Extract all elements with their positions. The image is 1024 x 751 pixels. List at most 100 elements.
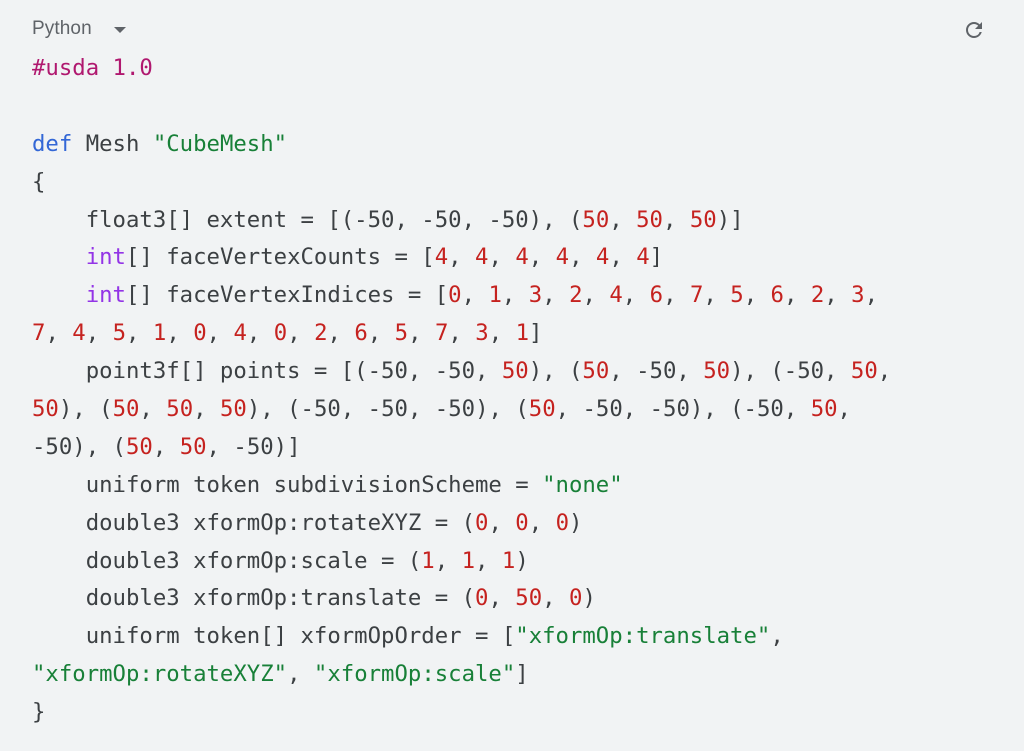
code-text: ), (-50, -50, -50), ( bbox=[246, 396, 529, 423]
code-string: "xformOp:rotateXYZ" bbox=[32, 661, 288, 688]
code-number: 50 bbox=[501, 358, 529, 385]
code-line: 7, 4, 5, 1, 0, 4, 0, 2, 6, 5, 7, 3, 1] bbox=[32, 315, 891, 353]
code-number: 5 bbox=[112, 320, 127, 347]
code-text: { bbox=[32, 168, 46, 195]
code-text: , bbox=[206, 320, 234, 347]
code-line bbox=[32, 88, 891, 126]
code-number: 5 bbox=[394, 320, 409, 347]
code-number: 4 bbox=[636, 244, 650, 271]
code-line: { bbox=[32, 164, 891, 202]
code-number: 50 bbox=[515, 585, 543, 612]
code-text: , bbox=[501, 282, 529, 309]
code-text: , bbox=[461, 282, 489, 309]
language-label: Python bbox=[32, 18, 92, 39]
code-text: , bbox=[703, 282, 731, 309]
code-text: [] faceVertexIndices = [ bbox=[125, 282, 449, 309]
code-text: , bbox=[582, 282, 610, 309]
code-number: 0 bbox=[475, 585, 489, 612]
code-line: uniform token[] xformOpOrder = ["xformOp… bbox=[32, 618, 891, 656]
code-number: 1 bbox=[152, 320, 167, 347]
code-text: , bbox=[528, 244, 556, 271]
code-keyword: def bbox=[32, 130, 73, 157]
code-text: , bbox=[837, 396, 851, 423]
code-text: ] bbox=[515, 661, 529, 688]
code-number: 50 bbox=[703, 358, 731, 385]
code-text: ] bbox=[529, 320, 543, 347]
code-text: , bbox=[622, 282, 650, 309]
code-text: , bbox=[609, 206, 637, 233]
code-number: 0 bbox=[555, 509, 570, 536]
code-text: , bbox=[488, 585, 516, 612]
code-number: 2 bbox=[810, 282, 825, 309]
code-number: 0 bbox=[475, 509, 489, 536]
code-block[interactable]: #usda 1.0 def Mesh "CubeMesh" { float3[] … bbox=[32, 50, 891, 732]
code-number: 4 bbox=[595, 244, 610, 271]
code-line: def Mesh "CubeMesh" bbox=[32, 126, 891, 164]
code-toolbar: Python bbox=[0, 0, 1024, 56]
code-string: "xformOp:translate" bbox=[515, 623, 771, 650]
code-number: 4 bbox=[555, 244, 570, 271]
code-text: )] bbox=[716, 206, 744, 233]
code-number: 0 bbox=[569, 585, 583, 612]
code-text: double3 xformOp:rotateXYZ = ( bbox=[32, 509, 475, 536]
code-number: 3 bbox=[528, 282, 543, 309]
code-text: [] faceVertexCounts = [ bbox=[125, 244, 435, 271]
code-number: 50 bbox=[582, 358, 610, 385]
refresh-icon bbox=[966, 22, 982, 38]
code-text: , bbox=[877, 358, 892, 385]
code-line: int[] faceVertexIndices = [0, 1, 3, 2, 4… bbox=[32, 277, 891, 315]
code-text: , bbox=[448, 244, 476, 271]
code-text: ) bbox=[569, 509, 583, 536]
code-text: , -50, bbox=[609, 358, 704, 385]
code-text: Mesh bbox=[72, 130, 153, 157]
code-line: double3 xformOp:scale = (1, 1, 1) bbox=[32, 543, 891, 581]
code-text: float3[] extent = [(-50, -50, -50), ( bbox=[32, 206, 583, 233]
code-number: 1 bbox=[421, 547, 435, 574]
code-number: 50 bbox=[689, 206, 717, 233]
code-number: 4 bbox=[475, 244, 489, 271]
code-text: , bbox=[609, 244, 637, 271]
code-number: 50 bbox=[636, 206, 663, 233]
code-type: int bbox=[85, 244, 126, 271]
language-dropdown[interactable]: Python bbox=[32, 16, 126, 42]
chevron-down-icon bbox=[113, 27, 126, 33]
code-number: 5 bbox=[730, 282, 744, 309]
code-text: , bbox=[488, 509, 516, 536]
code-text: uniform token subdivisionScheme = bbox=[32, 471, 543, 498]
code-number: 50 bbox=[582, 206, 610, 233]
code-line: #usda 1.0 bbox=[32, 50, 891, 88]
code-number: 2 bbox=[314, 320, 328, 347]
code-number: 50 bbox=[810, 396, 838, 423]
code-number: 1 bbox=[501, 547, 516, 574]
code-string: "xformOp:scale" bbox=[313, 661, 516, 688]
code-number: 6 bbox=[354, 320, 368, 347]
code-text: , bbox=[542, 282, 570, 309]
code-text bbox=[32, 282, 86, 308]
code-text: , bbox=[448, 320, 476, 347]
code-number: 50 bbox=[850, 358, 878, 385]
code-text: uniform token[] xformOpOrder = [ bbox=[32, 623, 516, 650]
code-number: 0 bbox=[515, 509, 529, 536]
code-number: 0 bbox=[273, 320, 288, 347]
code-line: uniform token subdivisionScheme = "none" bbox=[32, 467, 891, 505]
code-number: 7 bbox=[689, 282, 704, 309]
code-number: 50 bbox=[32, 396, 59, 423]
reset-code-button[interactable] bbox=[958, 14, 990, 46]
code-number: 7 bbox=[434, 320, 449, 347]
code-text: point3f[] points = [(-50, -50, bbox=[32, 358, 502, 385]
code-number: 3 bbox=[851, 282, 865, 309]
code-number: 50 bbox=[528, 396, 556, 423]
code-number: 50 bbox=[125, 433, 153, 460]
code-text: , bbox=[45, 320, 73, 347]
code-line: "xformOp:rotateXYZ", "xformOp:scale"] bbox=[32, 656, 891, 694]
code-number: 0 bbox=[448, 282, 462, 309]
code-line: -50), (50, 50, -50)] bbox=[32, 429, 891, 467]
code-number: 50 bbox=[166, 396, 194, 423]
code-text: , -50, -50), (-50, bbox=[555, 396, 811, 423]
code-text: , bbox=[246, 320, 274, 347]
code-line: } bbox=[32, 694, 891, 732]
code-text: , bbox=[770, 623, 784, 650]
code-text: ), (-50, bbox=[730, 358, 851, 385]
code-text: ), ( bbox=[528, 358, 583, 385]
